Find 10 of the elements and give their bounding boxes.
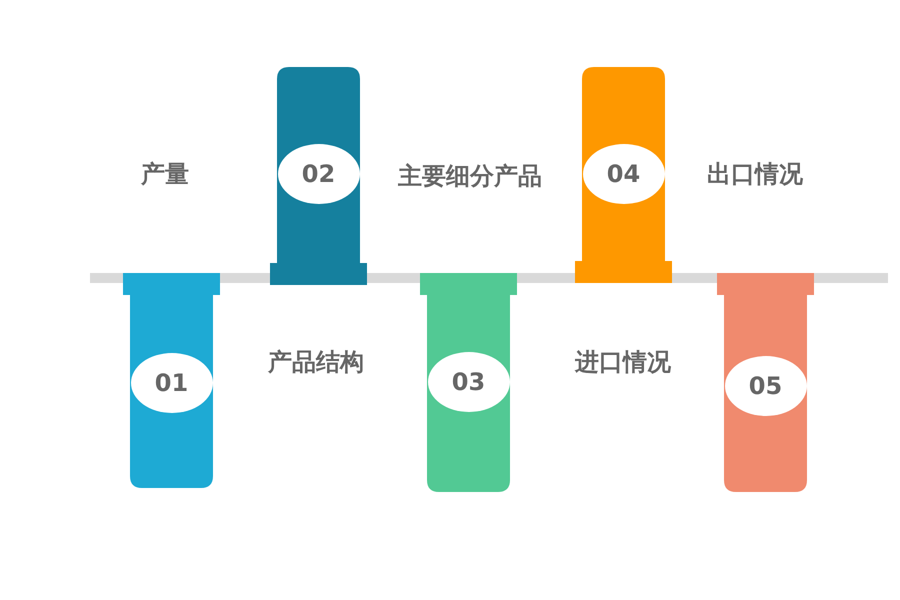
step-tab	[123, 273, 220, 488]
step-tab	[717, 273, 814, 492]
step-label: 主要细分产品	[398, 161, 542, 192]
step-tab	[420, 273, 517, 492]
step-tab	[575, 67, 672, 283]
step-label: 进口情况	[575, 347, 671, 378]
step-label: 产品结构	[268, 347, 364, 378]
step-label: 产量	[141, 159, 189, 190]
step-tab	[270, 67, 367, 285]
step-label: 出口情况	[707, 159, 803, 190]
